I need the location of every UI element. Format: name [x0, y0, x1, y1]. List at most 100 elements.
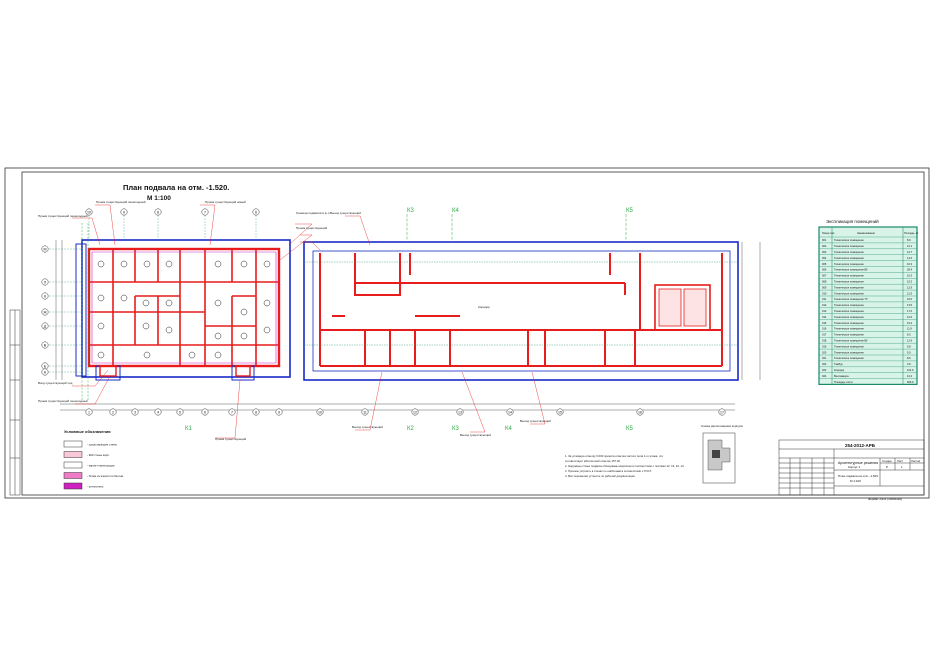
- svg-text:10: 10: [87, 210, 91, 214]
- sheet-code: 254-2012-АРБ: [845, 443, 876, 448]
- svg-text:12.2: 12.2: [907, 374, 913, 378]
- svg-text:3: 3: [134, 410, 136, 414]
- axis-bottom-6: 7: [228, 408, 236, 416]
- svg-text:Выход существующий: Выход существующий: [330, 211, 361, 215]
- svg-text:А: А: [44, 370, 47, 374]
- svg-text:014: 014: [822, 315, 827, 319]
- svg-text:Выход существующий: Выход существующий: [460, 433, 491, 437]
- svg-text:606.9: 606.9: [907, 380, 914, 384]
- drawing-title: План подвала на отм. -1.520.: [123, 183, 229, 192]
- legend-item: - блоки из ячеистого бетона: [63, 472, 124, 479]
- axis-bottom-11: 12: [411, 408, 419, 416]
- svg-text:008: 008: [822, 280, 827, 284]
- table-row: Площадь итого:606.9: [819, 378, 917, 384]
- explication-title: Экспликация помещений: [826, 218, 879, 224]
- axis-bottom-10: 11: [361, 408, 369, 416]
- svg-text:6: 6: [255, 210, 257, 214]
- svg-text:13: 13: [458, 410, 462, 414]
- svg-text:12.6: 12.6: [907, 315, 913, 319]
- svg-text:Техническое помещение: Техническое помещение: [834, 309, 864, 313]
- svg-text:Ж: Ж: [43, 310, 47, 314]
- svg-text:Техническое помещение: Техническое помещение: [834, 262, 864, 266]
- svg-text:Техническое помещение: Техническое помещение: [834, 280, 864, 284]
- k-axis-bottom-1: К2: [407, 426, 414, 432]
- svg-text:Техническое помещение: Техническое помещение: [834, 256, 864, 260]
- note-line: 1. За условную отметку 0.000 принята отм…: [565, 454, 664, 458]
- svg-text:101.9: 101.9: [907, 368, 914, 372]
- svg-text:Выход существующий: Выход существующий: [352, 425, 383, 429]
- axis-bottom-15: 16: [636, 408, 644, 416]
- svg-text:Техническое помещение: Техническое помещение: [834, 344, 864, 348]
- svg-text:023: 023: [822, 368, 827, 372]
- svg-text:Техническое помещение: Техническое помещение: [834, 303, 864, 307]
- svg-text:Проем существующий пешеходный: Проем существующий пешеходный: [38, 214, 88, 218]
- svg-text:13.5: 13.5: [907, 303, 913, 307]
- svg-text:2: 2: [112, 410, 114, 414]
- svg-text:10: 10: [318, 410, 322, 414]
- svg-text:Номер пом.: Номер пом.: [822, 232, 835, 235]
- svg-text:16.6: 16.6: [907, 297, 913, 301]
- svg-text:Л: Л: [44, 280, 47, 284]
- svg-text:1: 1: [88, 410, 90, 414]
- plan-right: Коридор: [303, 241, 739, 381]
- axis-left-0: М: [41, 245, 49, 253]
- bottom-dimensions: [60, 403, 735, 411]
- svg-text:17: 17: [720, 410, 724, 414]
- svg-text:Граница подвалов в ж.п.: Граница подвалов в ж.п.: [296, 211, 330, 215]
- axis-left-6: Б: [41, 362, 49, 370]
- svg-text:10.3: 10.3: [907, 262, 913, 266]
- svg-text:013: 013: [822, 309, 827, 313]
- svg-text:5: 5: [179, 410, 181, 414]
- sheet-title-1: План подвала на отм. -1.520.: [838, 474, 879, 478]
- svg-text:- блоки из ячеистого бетона: - блоки из ячеистого бетона: [87, 474, 124, 478]
- svg-text:14.0: 14.0: [907, 256, 913, 260]
- svg-text:Техническое помещение: Техническое помещение: [834, 274, 864, 278]
- explication-table: Экспликация помещений Номер пом. Наименов…: [818, 218, 918, 385]
- svg-text:16: 16: [638, 410, 642, 414]
- svg-text:14: 14: [508, 410, 512, 414]
- svg-text:Проем существующий пешеходный: Проем существующий пешеходный: [96, 200, 146, 204]
- legend-item: - существующие стены: [63, 440, 117, 448]
- k-axis-bottom-0: К1: [185, 426, 192, 432]
- axis-top-4: 6: [252, 208, 260, 216]
- note-line: 3. Проемы устроить в стенах по шаблонам …: [565, 469, 652, 473]
- inner-frame: [21, 171, 925, 496]
- svg-text:001: 001: [822, 238, 827, 242]
- outer-frame: [4, 167, 930, 499]
- svg-text:17.0: 17.0: [907, 309, 913, 313]
- svg-text:5.9: 5.9: [907, 350, 911, 354]
- notes: 1. За условную отметку 0.000 принята отм…: [565, 454, 685, 478]
- svg-text:Проем существующий новый: Проем существующий новый: [205, 200, 246, 204]
- sheets-label: Листов: [911, 459, 921, 463]
- svg-text:019: 019: [822, 344, 827, 348]
- svg-text:003: 003: [822, 250, 827, 254]
- svg-text:8.6: 8.6: [907, 356, 911, 360]
- svg-text:Техническое помещение ВУ: Техническое помещение ВУ: [834, 268, 868, 272]
- axis-bottom-3: 4: [154, 408, 162, 416]
- stage-value: Р: [886, 465, 888, 469]
- legend-item: - ККК стены кирп.: [63, 451, 110, 458]
- svg-text:Наименование: Наименование: [857, 231, 876, 235]
- k-axis-top-0: К3: [407, 208, 414, 214]
- axis-left-3: Ж: [41, 308, 49, 316]
- svg-text:004: 004: [822, 256, 827, 260]
- k-axis-top-1: К4: [452, 208, 459, 214]
- table-row: 013 Техническое помещение 17.0: [819, 307, 917, 313]
- svg-text:6: 6: [204, 410, 206, 414]
- axis-bottom-0: 1: [85, 408, 93, 416]
- axis-left-4: Д: [41, 322, 49, 330]
- binding-strip: [9, 309, 21, 496]
- sheet-title-2: М 1:100: [850, 479, 861, 483]
